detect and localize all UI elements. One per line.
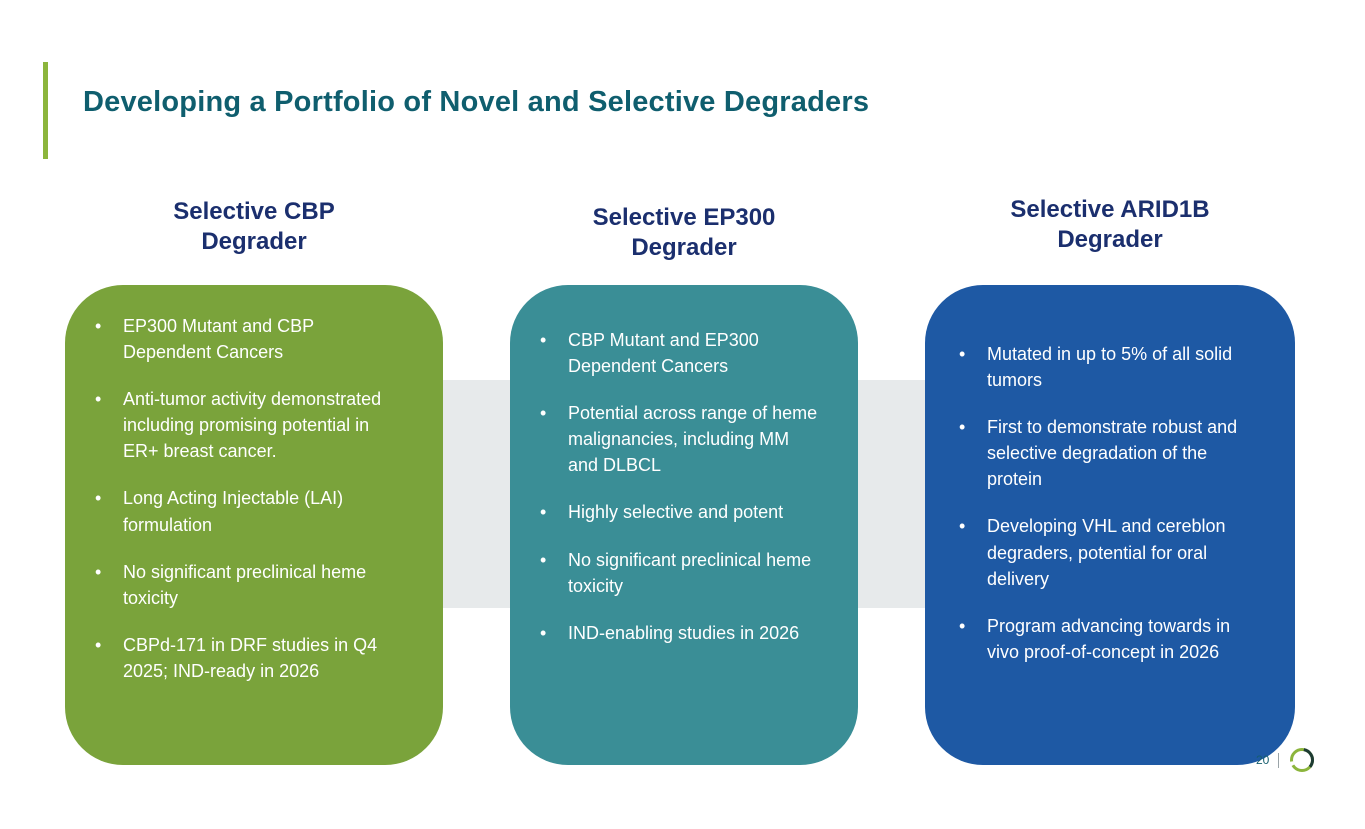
list-item: Potential across range of heme malignanc… — [536, 400, 818, 478]
list-item: Anti-tumor activity demonstrated includi… — [91, 386, 399, 464]
bullet-icon — [536, 620, 568, 646]
list-item: CBP Mutant and EP300 Dependent Cancers — [536, 327, 818, 379]
bullet-icon — [91, 485, 123, 511]
slide-footer: 20 — [1256, 746, 1316, 774]
page-title: Developing a Portfolio of Novel and Sele… — [83, 86, 870, 118]
bullet-text: Potential across range of heme malignanc… — [568, 403, 818, 476]
bullet-icon — [536, 327, 568, 353]
list-item: EP300 Mutant and CBP Dependent Cancers — [91, 313, 399, 365]
column-header-ep300: Selective EP300 Degrader — [592, 204, 776, 261]
column-header-arid1b: Selective ARID1B Degrader — [1010, 196, 1210, 253]
list-item: No significant preclinical heme toxicity — [536, 547, 818, 599]
list-item: Long Acting Injectable (LAI) formulation — [91, 485, 399, 537]
bullet-list-cbp: EP300 Mutant and CBP Dependent Cancers A… — [91, 313, 399, 684]
company-logo-icon — [1288, 746, 1316, 774]
bullet-icon — [91, 313, 123, 339]
card-arid1b-degrader: Mutated in up to 5% of all solid tumors … — [925, 285, 1295, 765]
list-item: Mutated in up to 5% of all solid tumors — [955, 341, 1243, 393]
list-item: Program advancing towards in vivo proof-… — [955, 613, 1243, 665]
bullet-icon — [955, 513, 987, 539]
bullet-icon — [955, 414, 987, 440]
bullet-icon — [536, 547, 568, 573]
list-item: Developing VHL and cereblon degraders, p… — [955, 513, 1243, 591]
bullet-text: Program advancing towards in vivo proof-… — [987, 615, 1231, 662]
bullet-text: Highly selective and potent — [568, 502, 784, 523]
bullet-text: IND-enabling studies in 2026 — [568, 622, 800, 643]
bullet-icon — [536, 400, 568, 426]
list-item: Highly selective and potent — [536, 499, 818, 525]
page-number: 20 — [1256, 753, 1270, 767]
bullet-text: Mutated in up to 5% of all solid tumors — [987, 344, 1233, 391]
list-item: IND-enabling studies in 2026 — [536, 620, 818, 646]
bullet-list-arid1b: Mutated in up to 5% of all solid tumors … — [955, 341, 1243, 665]
bullet-text: EP300 Mutant and CBP Dependent Cancers — [123, 316, 314, 363]
bullet-text: CBPd-171 in DRF studies in Q4 2025; IND-… — [123, 634, 378, 681]
bullet-text: First to demonstrate robust and selectiv… — [987, 417, 1238, 490]
bullet-text: Anti-tumor activity demonstrated includi… — [123, 389, 382, 462]
card-ep300-degrader: CBP Mutant and EP300 Dependent Cancers P… — [510, 285, 858, 765]
footer-divider — [1278, 752, 1280, 768]
bullet-icon — [91, 386, 123, 412]
bullet-text: CBP Mutant and EP300 Dependent Cancers — [568, 330, 759, 377]
bullet-icon — [91, 632, 123, 658]
column-header-cbp: Selective CBP Degrader — [173, 198, 335, 255]
bullet-text: Developing VHL and cereblon degraders, p… — [987, 516, 1226, 589]
bullet-text: No significant preclinical heme toxicity — [568, 549, 812, 596]
list-item: First to demonstrate robust and selectiv… — [955, 414, 1243, 492]
bullet-icon — [955, 341, 987, 367]
bullet-icon — [955, 613, 987, 639]
bullet-text: Long Acting Injectable (LAI) formulation — [123, 488, 344, 535]
bullet-icon — [536, 499, 568, 525]
bullet-text: No significant preclinical heme toxicity — [123, 561, 367, 608]
title-accent-bar — [43, 62, 48, 159]
bullet-list-ep300: CBP Mutant and EP300 Dependent Cancers P… — [536, 327, 818, 646]
list-item: CBPd-171 in DRF studies in Q4 2025; IND-… — [91, 632, 399, 684]
bullet-icon — [91, 559, 123, 585]
list-item: No significant preclinical heme toxicity — [91, 559, 399, 611]
card-cbp-degrader: EP300 Mutant and CBP Dependent Cancers A… — [65, 285, 443, 765]
